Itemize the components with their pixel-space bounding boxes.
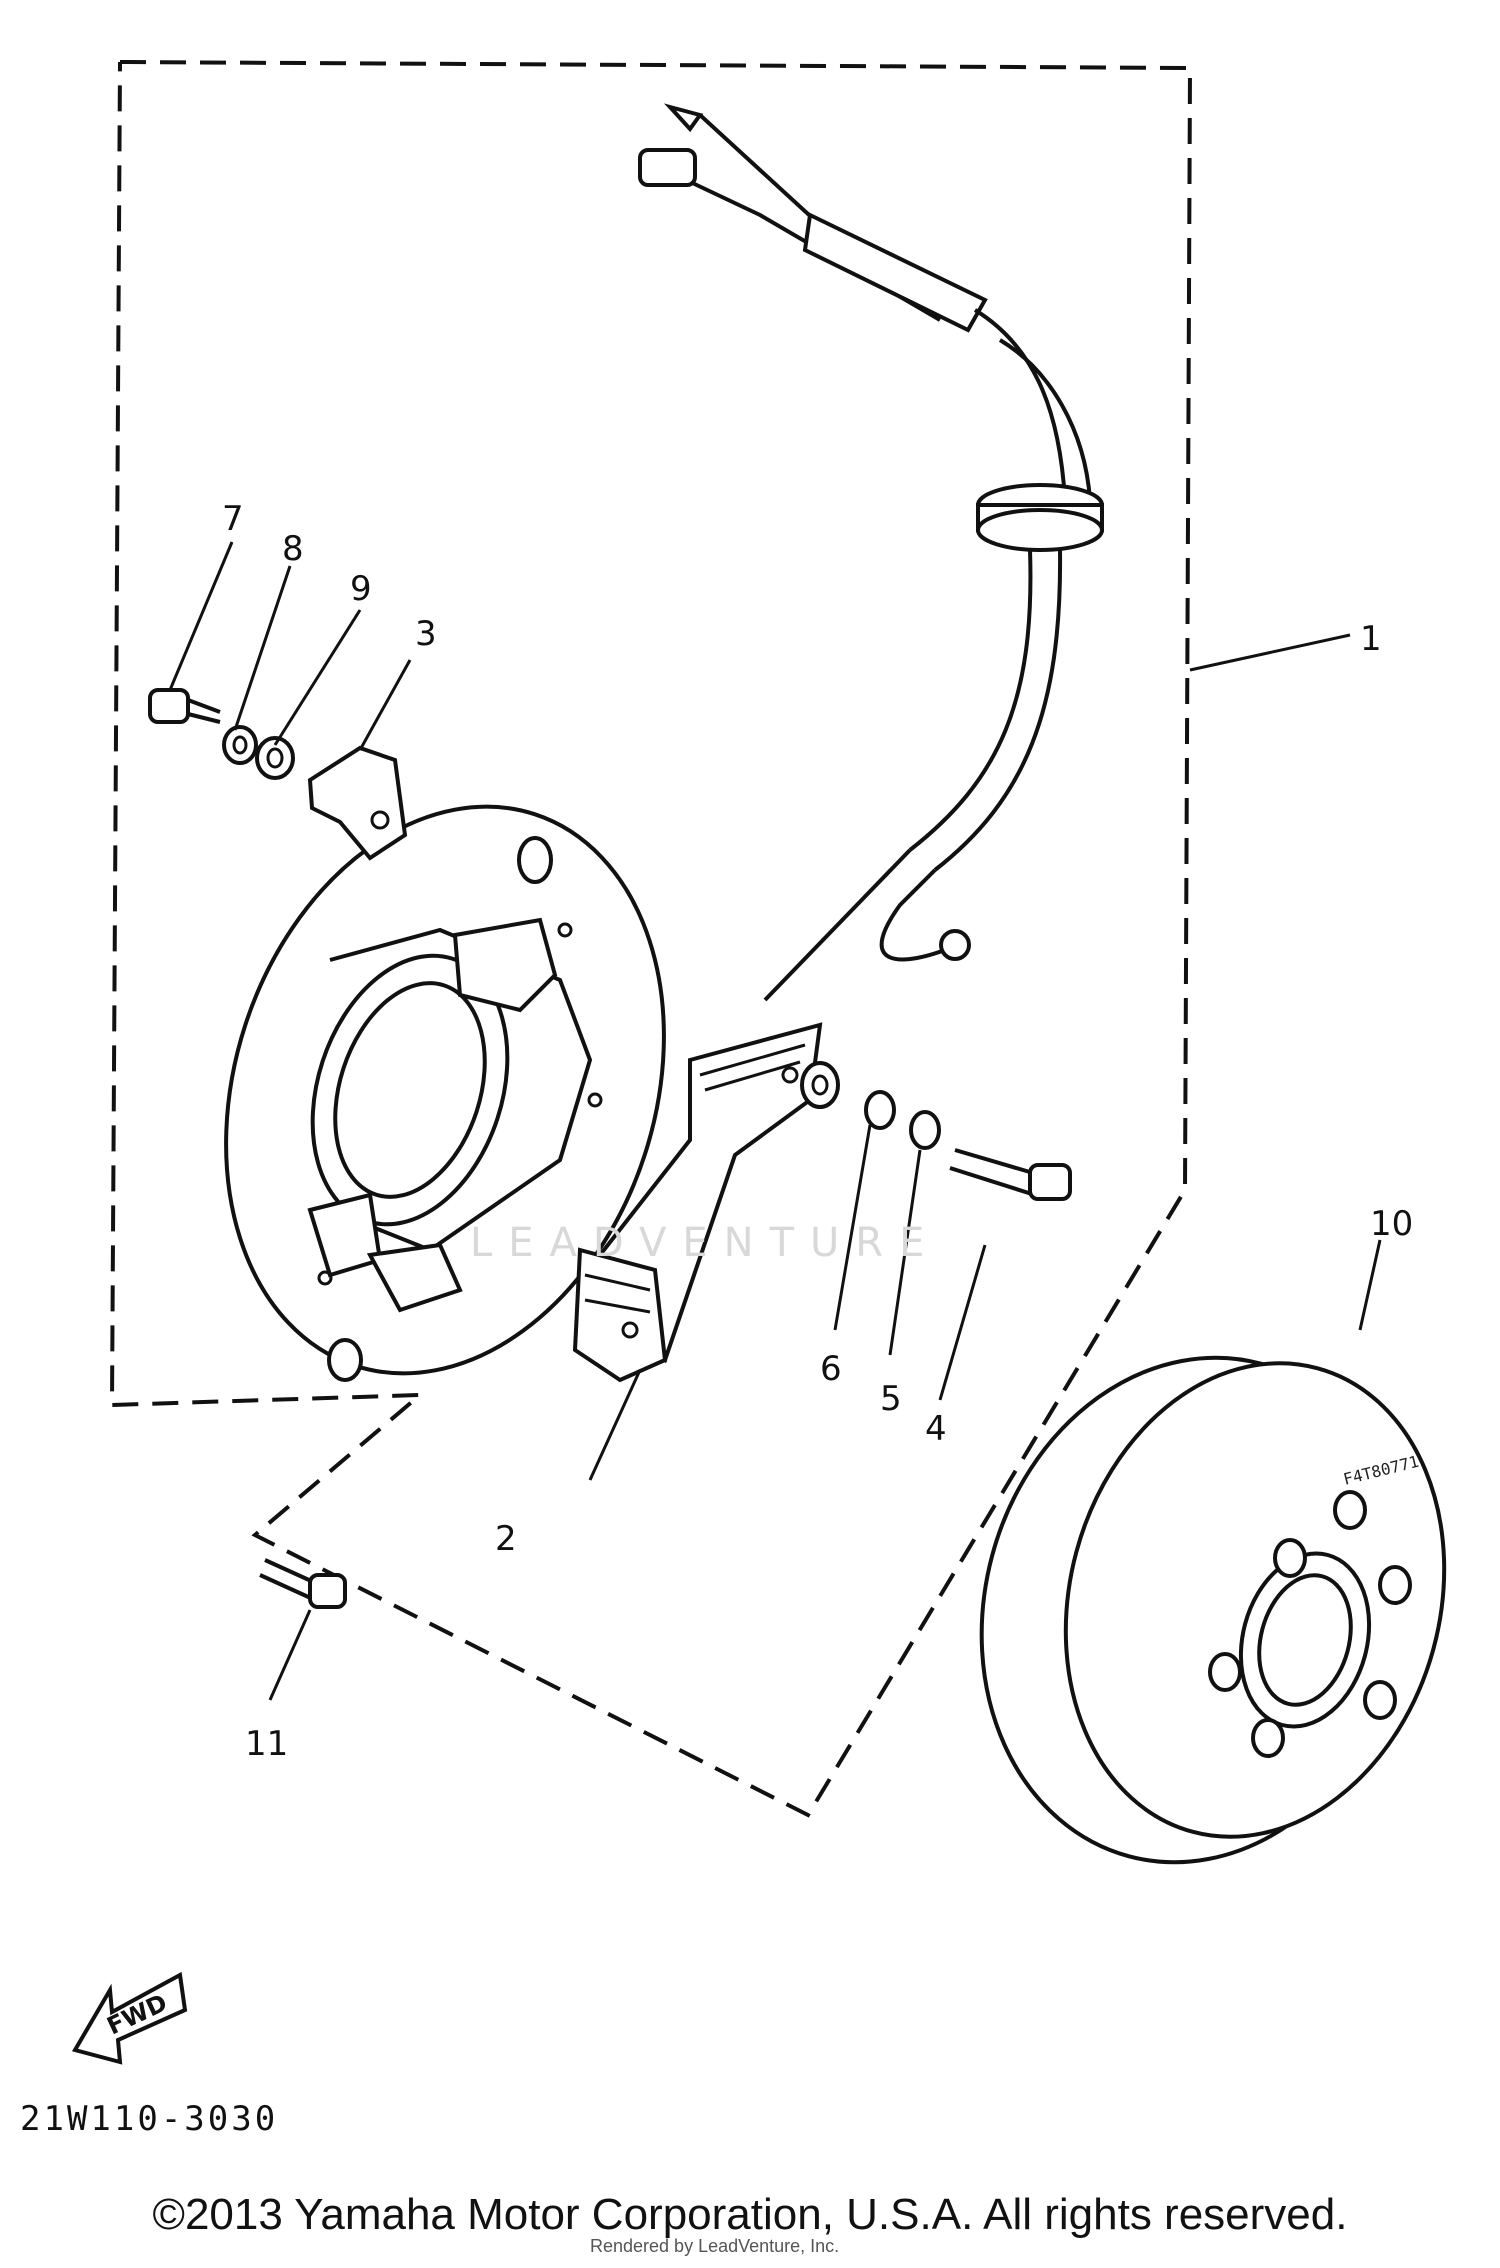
callout-9: 9	[350, 569, 372, 609]
callout-7: 7	[222, 499, 244, 539]
watermark: LEADVENTURE	[470, 1220, 941, 1266]
callout-4: 4	[925, 1409, 947, 1449]
callout-5: 5	[880, 1379, 902, 1419]
flywheel-rotor: F4T80771	[979, 1355, 1447, 1865]
assembly-boundary	[109, 60, 1193, 1818]
leader-lines	[168, 541, 1382, 1701]
wire-harness	[638, 103, 1104, 1002]
bolt-and-washers-right	[800, 1061, 1072, 1201]
callout-3: 3	[415, 614, 437, 654]
screw-and-washers-top	[148, 688, 295, 780]
callout-8: 8	[282, 529, 304, 569]
bracket	[307, 745, 408, 861]
callout-10: 10	[1370, 1204, 1413, 1244]
callout-6: 6	[820, 1349, 842, 1389]
fwd-arrow-icon: FWD	[71, 1971, 188, 2065]
rendered-by-note: Rendered by LeadVenture, Inc.	[590, 2236, 840, 2256]
pickup-coil	[572, 1022, 823, 1383]
callout-2: 2	[495, 1519, 517, 1559]
callout-1: 1	[1360, 619, 1382, 659]
part-code: 21W110-3030	[20, 2099, 278, 2139]
copyright-notice: ©2013 Yamaha Motor Corporation, U.S.A. A…	[152, 2190, 1348, 2239]
screw-bottom	[259, 1558, 347, 1609]
callout-labels: 1 2 3 4 5 6 7 8 9 10 11	[222, 499, 1413, 1764]
callout-11: 11	[245, 1724, 288, 1764]
stator-plate	[224, 804, 666, 1382]
